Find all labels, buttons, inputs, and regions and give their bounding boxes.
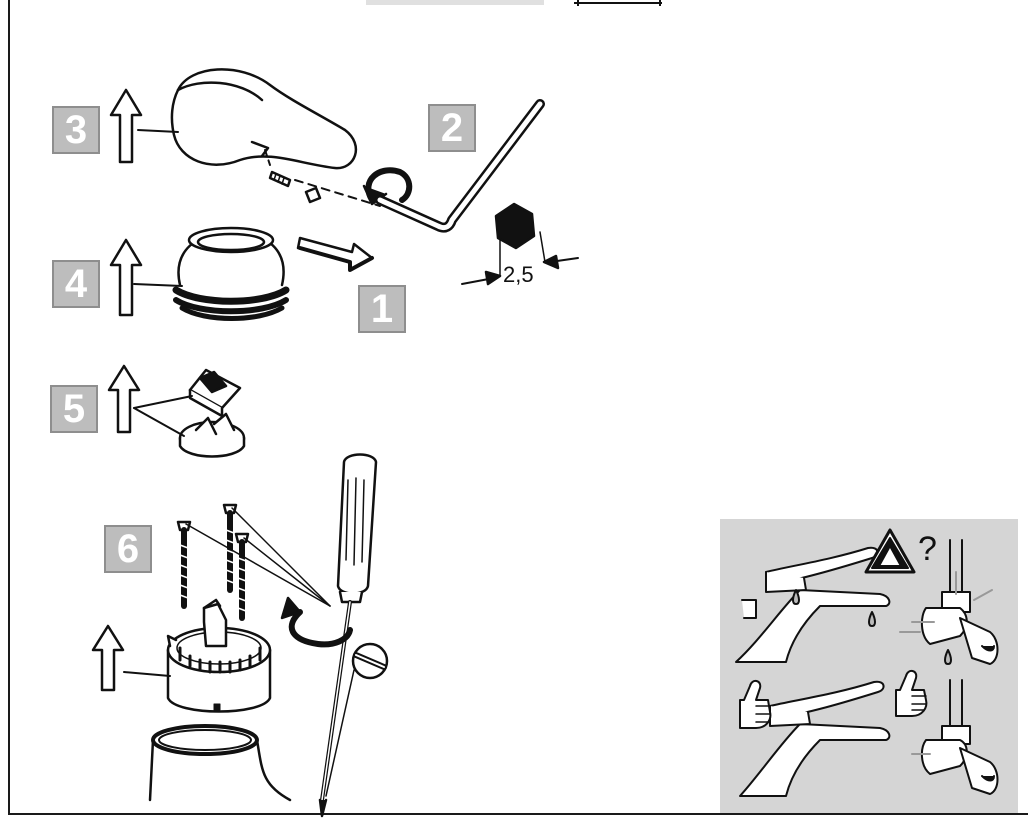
question-mark: ? [918, 530, 937, 569]
faucet-ok [740, 682, 889, 796]
angle-valve [900, 540, 998, 664]
thumbs-up-icon [740, 681, 770, 728]
faucet-leaking [736, 548, 889, 662]
thumbs-up-icon [896, 671, 926, 716]
